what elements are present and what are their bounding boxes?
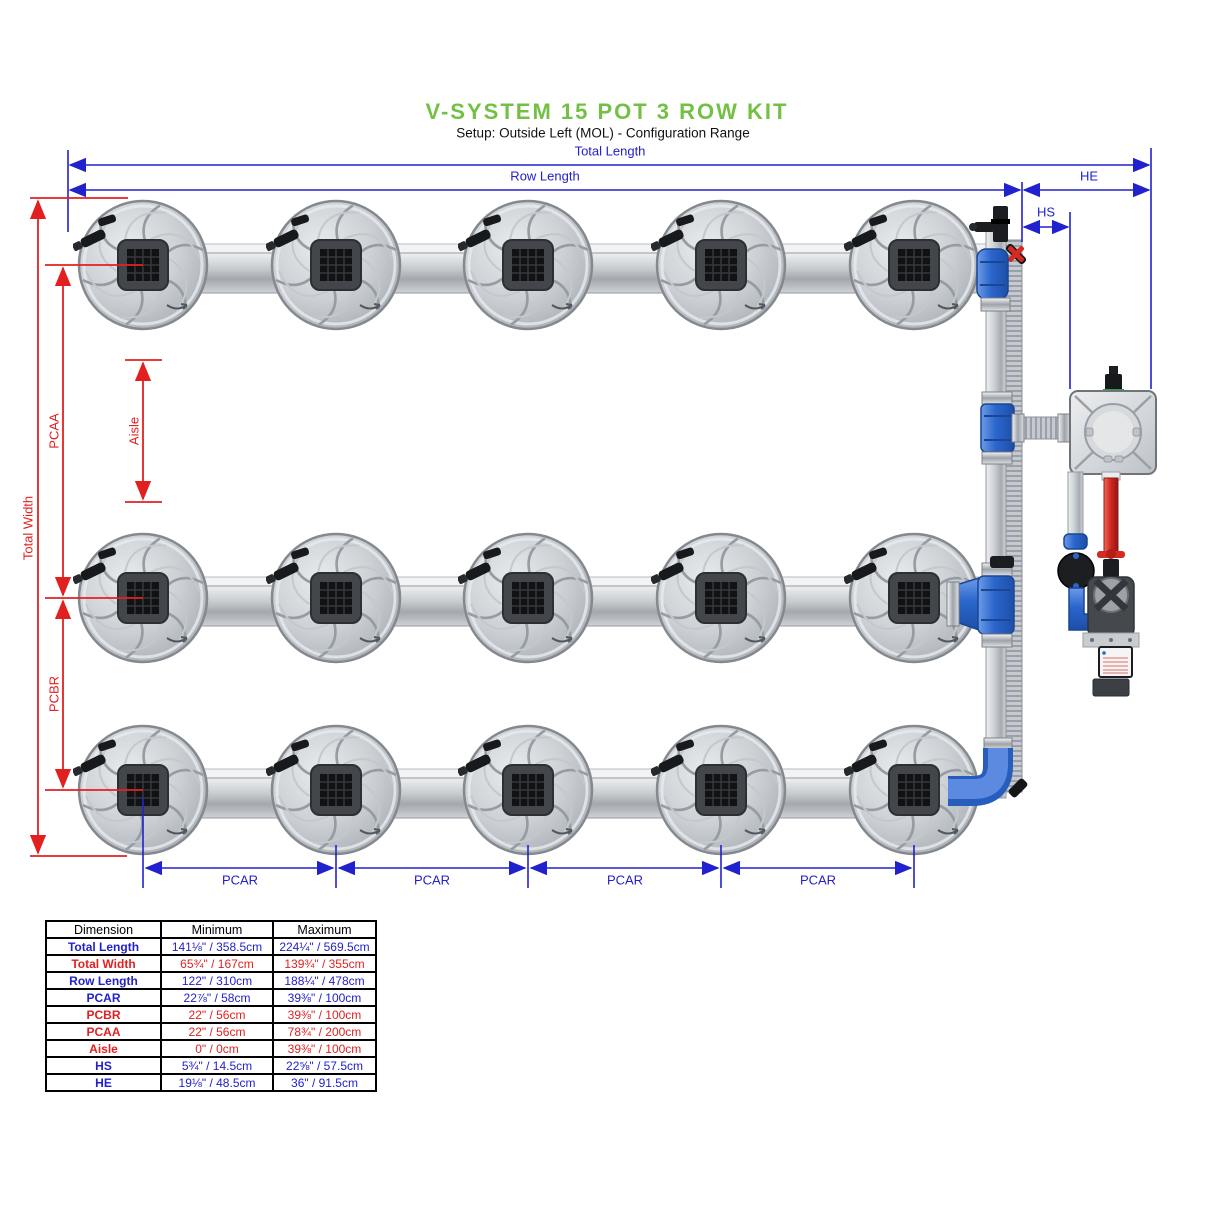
table-header-row: Dimension Minimum Maximum	[45, 920, 377, 939]
row-pipes	[142, 243, 1001, 819]
pump-assembly	[1057, 471, 1140, 697]
pcar-label-4: PCAR	[799, 872, 837, 888]
page-title: V-SYSTEM 15 POT 3 ROW KIT	[425, 99, 789, 124]
col-header-minimum: Minimum	[160, 920, 274, 939]
manifold	[946, 206, 1073, 806]
pump	[1082, 576, 1140, 697]
table-row: Total Width 65¾" / 167cm 139¾" / 355cm	[45, 954, 377, 973]
pot	[649, 725, 785, 855]
pcbr-label: PCBR	[46, 675, 62, 713]
pot	[264, 200, 400, 330]
page-subtitle: Setup: Outside Left (MOL) - Configuratio…	[456, 125, 750, 141]
pot	[456, 533, 592, 663]
table-row: Row Length 122" / 310cm 188¼" / 478cm	[45, 971, 377, 990]
table-row: PCAA 22" / 56cm 78¾" / 200cm	[45, 1022, 377, 1041]
dimension-lines-red	[29, 197, 162, 857]
table-row: Total Length 141⅛" / 358.5cm 224¼" / 569…	[45, 937, 377, 956]
row2-tee	[946, 556, 1015, 648]
pot	[264, 533, 400, 663]
col-header-dimension: Dimension	[45, 920, 162, 939]
total-length-label: Total Length	[574, 143, 646, 159]
pot	[456, 725, 592, 855]
pcaa-label: PCAA	[46, 413, 62, 449]
tank-feed-tee	[980, 391, 1073, 465]
table-row: Aisle 0" / 0cm 39⅜" / 100cm	[45, 1039, 377, 1058]
pot	[264, 725, 400, 855]
row-length-label: Row Length	[510, 168, 580, 184]
pot	[842, 200, 978, 330]
red-supply-pipe	[1103, 477, 1119, 555]
table-row: PCAR 22⅞" / 58cm 39⅜" / 100cm	[45, 988, 377, 1007]
pot	[649, 533, 785, 663]
top-tee-fitting	[969, 206, 1010, 242]
row3-elbow	[948, 737, 1028, 806]
tank	[1069, 366, 1157, 475]
pot	[649, 200, 785, 330]
pcar-label-1: PCAR	[221, 872, 259, 888]
table-row: HE 19⅛" / 48.5cm 36" / 91.5cm	[45, 1073, 377, 1092]
aisle-label: Aisle	[126, 416, 142, 446]
col-header-maximum: Maximum	[272, 920, 377, 939]
table-row: HS 5¾" / 14.5cm 22⅝" / 57.5cm	[45, 1056, 377, 1075]
red-valve-pump	[1097, 549, 1125, 577]
pot-grid	[71, 200, 978, 855]
dimension-lines-blue	[67, 148, 1152, 888]
pot	[456, 200, 592, 330]
row1-elbow	[976, 248, 1011, 312]
total-width-label: Total Width	[20, 495, 36, 561]
pcar-label-2: PCAR	[413, 872, 451, 888]
pcar-label-3: PCAR	[606, 872, 644, 888]
he-label: HE	[1079, 168, 1099, 184]
hs-label: HS	[1036, 204, 1056, 220]
red-valve-top	[1005, 243, 1027, 265]
dimension-spec-table: Dimension Minimum Maximum Total Length 1…	[45, 920, 377, 1092]
table-row: PCBR 22" / 56cm 39⅜" / 100cm	[45, 1005, 377, 1024]
